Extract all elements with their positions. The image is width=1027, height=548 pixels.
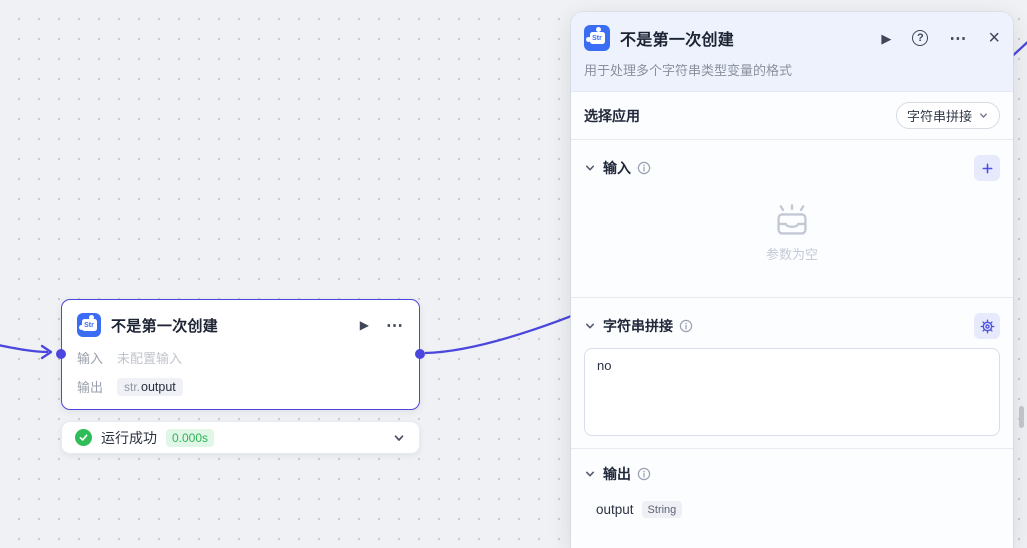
section-collapse-chevron[interactable] bbox=[584, 468, 596, 480]
more-icon: ⋯ bbox=[386, 315, 404, 335]
node-input-label: 输入 bbox=[77, 351, 104, 366]
output-variable-name: output bbox=[596, 502, 634, 517]
node-output-label: 输出 bbox=[77, 380, 104, 395]
help-icon: ? bbox=[912, 30, 929, 46]
play-icon: ▶ bbox=[359, 318, 369, 332]
plus-icon bbox=[982, 163, 992, 173]
node-more-button[interactable]: ⋯ bbox=[386, 317, 404, 334]
app-select-row: 选择应用 字符串拼接 bbox=[571, 92, 1013, 140]
chevron-down-icon bbox=[980, 113, 987, 118]
node-input-value: 未配置输入 bbox=[117, 351, 183, 366]
panel-subtitle: 用于处理多个字符串类型变量的格式 bbox=[584, 63, 793, 78]
panel-header: Str 不是第一次创建 ▶ ? ⋯ × 用于处理多个字符串类型变量的格式 bbox=[571, 12, 1013, 92]
input-section: 输入 参数为空 bbox=[571, 140, 1013, 298]
section-collapse-chevron[interactable] bbox=[584, 320, 596, 332]
panel-more-button[interactable]: ⋯ bbox=[949, 30, 967, 47]
panel-run-button[interactable]: ▶ bbox=[881, 32, 891, 45]
gear-icon bbox=[980, 319, 994, 333]
more-icon: ⋯ bbox=[949, 28, 968, 48]
panel-help-button[interactable]: ? bbox=[912, 30, 929, 46]
section-collapse-chevron[interactable] bbox=[584, 162, 596, 174]
input-section-title: 输入 bbox=[603, 160, 631, 176]
output-port[interactable] bbox=[415, 349, 425, 359]
node-output-row: 输出 str. output bbox=[62, 372, 419, 401]
node-run-button[interactable]: ▶ bbox=[360, 319, 369, 331]
run-duration-badge: 0.000s bbox=[166, 428, 215, 447]
canvas-scrollbar-thumb[interactable] bbox=[1019, 406, 1024, 428]
string-plugin-icon: Str bbox=[77, 313, 101, 337]
output-variable-row: output String bbox=[596, 501, 1000, 518]
status-expand-button[interactable] bbox=[392, 431, 406, 445]
concat-value-input[interactable]: no bbox=[584, 348, 1000, 436]
concat-section-title: 字符串拼接 bbox=[603, 318, 673, 334]
concat-section: 字符串拼接 no bbox=[571, 298, 1013, 449]
workflow-node-card[interactable]: Str 不是第一次创建 ▶ ⋯ 输入 未配置输入 输出 str. output bbox=[56, 299, 425, 410]
run-status-label: 运行成功 bbox=[101, 429, 157, 446]
panel-close-button[interactable]: × bbox=[988, 28, 1000, 48]
info-icon[interactable] bbox=[637, 467, 651, 481]
output-section-title: 输出 bbox=[603, 466, 631, 482]
info-icon[interactable] bbox=[637, 161, 651, 175]
node-title: 不是第一次创建 bbox=[111, 317, 219, 335]
edge-arrowhead bbox=[40, 344, 53, 360]
run-status-bar[interactable]: 运行成功 0.000s bbox=[61, 421, 420, 454]
node-config-panel: Str 不是第一次创建 ▶ ? ⋯ × 用于处理多个字符串类型变量的格式 选择应… bbox=[571, 12, 1013, 548]
output-section: 输出 output String bbox=[571, 449, 1013, 536]
node-input-row: 输入 未配置输入 bbox=[62, 343, 419, 372]
node-output-badge: str. output bbox=[117, 377, 183, 396]
empty-inbox-icon bbox=[777, 204, 807, 235]
empty-params-text: 参数为空 bbox=[765, 247, 818, 262]
success-check-icon bbox=[75, 429, 92, 446]
concat-settings-button[interactable] bbox=[974, 313, 1000, 339]
play-icon: ▶ bbox=[881, 30, 892, 46]
info-icon[interactable] bbox=[679, 319, 693, 333]
string-plugin-icon: Str bbox=[584, 25, 610, 51]
add-input-button[interactable] bbox=[974, 155, 1000, 181]
panel-title: 不是第一次创建 bbox=[620, 32, 735, 49]
input-empty-state: 参数为空 bbox=[584, 181, 1000, 285]
chevron-down-icon bbox=[394, 434, 404, 441]
output-type-badge: String bbox=[641, 501, 683, 518]
app-select-label: 选择应用 bbox=[584, 107, 640, 124]
input-port[interactable] bbox=[56, 349, 66, 359]
app-select-dropdown[interactable]: 字符串拼接 bbox=[895, 102, 1000, 129]
close-icon: × bbox=[988, 27, 1000, 49]
